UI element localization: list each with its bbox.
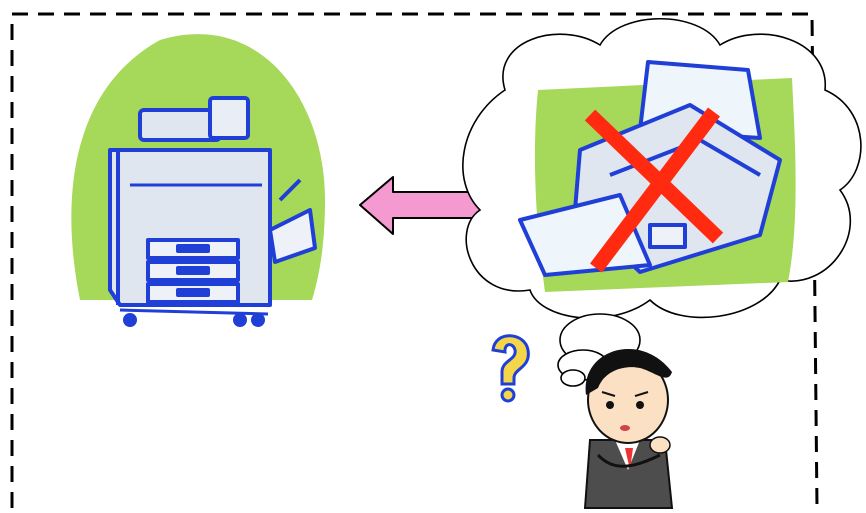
copier-group: [71, 34, 326, 327]
cross-mark-icon: [584, 107, 724, 273]
copier-icon: [108, 96, 317, 327]
question-mark-icon: [491, 334, 530, 403]
confused-man-icon: [583, 348, 674, 509]
